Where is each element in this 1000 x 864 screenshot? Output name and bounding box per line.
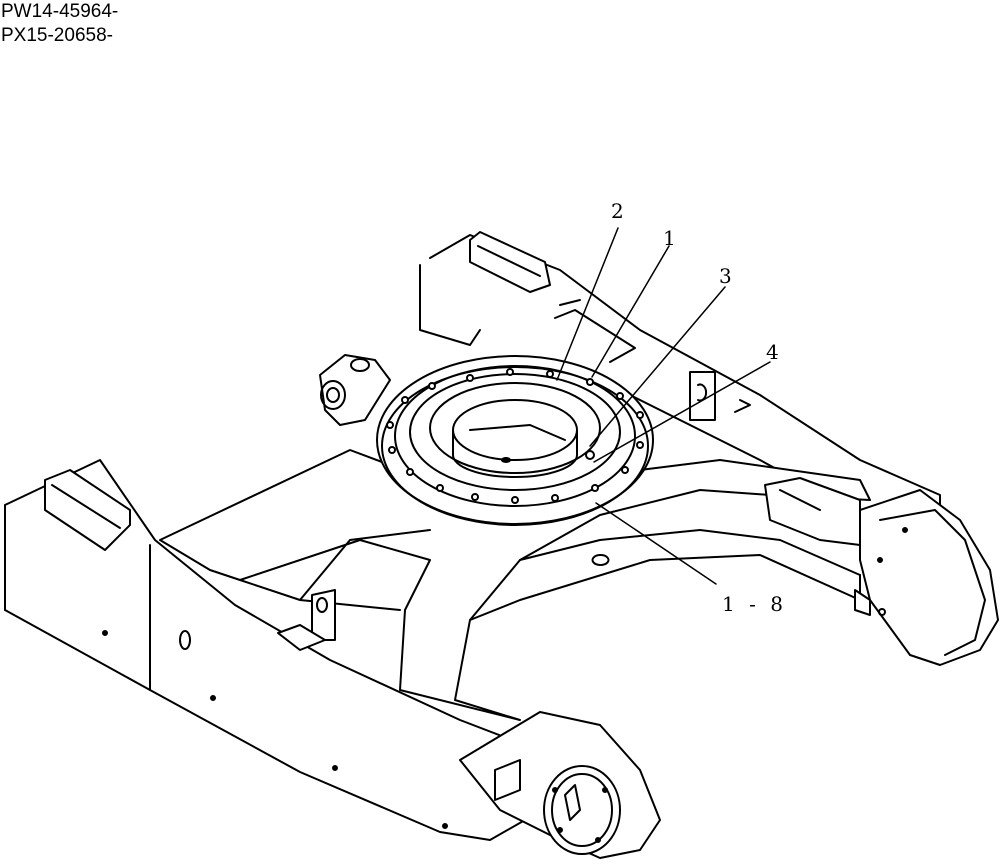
upper-left-pivot	[319, 354, 391, 426]
rear-idler-housing	[764, 477, 999, 666]
serial-number-1: PW14-45964-	[1, 1, 119, 22]
front-drive-housing	[459, 711, 661, 859]
center-cross-body	[159, 299, 871, 721]
serial-number-2: PX15-20658-	[1, 25, 113, 46]
callout-label-1: 1	[663, 226, 676, 250]
callout-label-2: 2	[611, 199, 624, 223]
right-track-beam	[419, 231, 941, 521]
leader-lines	[556, 227, 771, 585]
callout-label-4: 4	[766, 340, 779, 364]
serial-number-block: PW14-45964- PX15-20658-	[1, 0, 118, 48]
left-track-beam	[4, 459, 561, 841]
callout-label-3: 3	[719, 264, 732, 288]
callout-label-1-8: 1 - 8	[722, 592, 787, 616]
lower-middle-bracket	[277, 589, 336, 651]
slewing-ring	[376, 355, 654, 526]
ring-bolts	[386, 368, 644, 504]
